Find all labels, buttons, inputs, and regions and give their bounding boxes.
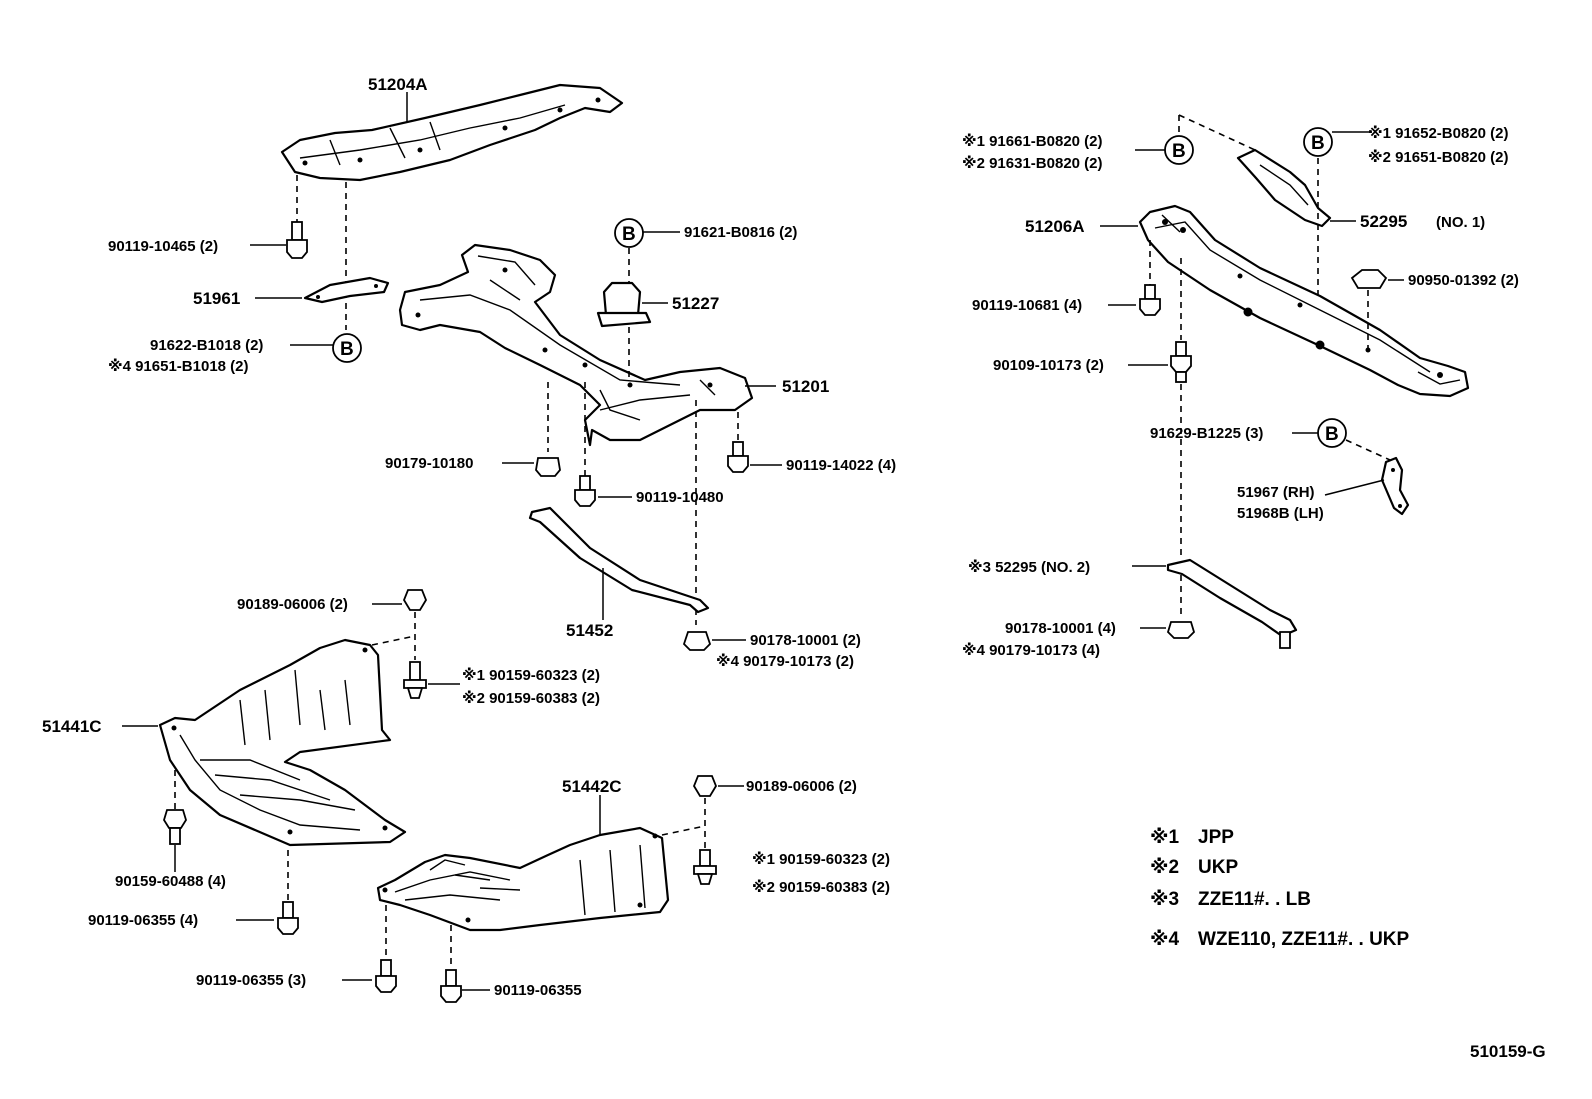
label-90109-10173: 90109-10173 (2) <box>993 357 1104 374</box>
label-90179-10173-b: ※4 90179-10173 (4) <box>962 641 1100 659</box>
part-51961-plate <box>303 276 390 304</box>
callout-b-center: B <box>614 218 644 248</box>
screw-90159-60323-a-icon <box>403 661 427 699</box>
bolt-90119-14022-icon <box>727 441 749 473</box>
label-51442c: 51442C <box>562 777 622 796</box>
label-90950-01392: 90950-01392 (2) <box>1408 272 1519 289</box>
label-91661-b0820: ※1 91661-B0820 (2) <box>962 132 1103 150</box>
label-90119-10480: 90119-10480 <box>636 489 724 506</box>
svg-text:※3: ※3 <box>1150 889 1179 910</box>
svg-text:B: B <box>340 339 354 360</box>
diagram-code: 510159-G <box>1470 1042 1546 1061</box>
bolt-90119-10681-icon <box>1139 284 1161 316</box>
bolt-90119-10480-icon <box>574 475 596 507</box>
label-51201: 51201 <box>782 377 829 396</box>
label-90119-10681: 90119-10681 (4) <box>972 297 1082 314</box>
clip-90189-06006-a-icon <box>402 589 428 611</box>
label-90189-06006-b: 90189-06006 (2) <box>746 778 857 795</box>
part-51442c-under-cover <box>376 826 670 932</box>
label-91651-b1018: ※4 91651-B1018 (2) <box>108 357 249 375</box>
label-90159-60383-b: ※2 90159-60383 (2) <box>752 878 890 896</box>
label-91652-b0820: ※1 91652-B0820 (2) <box>1368 124 1509 142</box>
svg-text:※2: ※2 <box>1150 857 1179 878</box>
label-90178-10001-b: 90178-10001 (4) <box>1005 620 1116 637</box>
label-90189-06006-a: 90189-06006 (2) <box>237 596 348 613</box>
callout-b-right-bracket: B <box>1303 127 1333 157</box>
screw-90159-60323-b-icon <box>693 849 717 885</box>
label-90119-14022: 90119-14022 (4) <box>786 457 896 474</box>
svg-text:B: B <box>1172 141 1186 162</box>
label-90119-06355: 90119-06355 <box>494 982 582 999</box>
label-91629-b1225: 91629-B1225 (3) <box>1150 425 1263 442</box>
callout-b-right-top: B <box>1164 135 1194 165</box>
callout-b-right-mid: B <box>1317 418 1347 448</box>
part-51201-crossmember <box>398 243 754 447</box>
part-51441c-under-cover <box>158 638 407 847</box>
label-51968b: 51968B (LH) <box>1237 505 1324 522</box>
bolt-90109-10173-icon <box>1170 341 1192 383</box>
bolt-90119-06355-icon <box>440 969 462 1003</box>
bolt-90119-10465-icon <box>286 221 308 259</box>
part-51206a-crossmember <box>1138 204 1470 398</box>
label-91622-b1018: 91622-B1018 (2) <box>150 337 263 354</box>
label-51441c: 51441C <box>42 717 102 736</box>
label-51452: 51452 <box>566 621 613 640</box>
part-51204a-bracket <box>280 83 624 182</box>
label-51206a: 51206A <box>1025 217 1085 236</box>
label-90179-10173-a: ※4 90179-10173 (2) <box>716 652 854 670</box>
nut-90178-10001-icon <box>682 631 712 651</box>
svg-text:JPP: JPP <box>1198 827 1234 848</box>
label-51227: 51227 <box>672 294 719 313</box>
svg-text:B: B <box>1311 133 1325 154</box>
clip-90189-06006-b-icon <box>692 775 718 797</box>
svg-text:B: B <box>622 224 636 245</box>
legend-item-4: ※4 WZE110, ZZE11#. . UKP <box>1150 929 1410 950</box>
nut-90178-10001-b-icon <box>1166 621 1196 639</box>
label-52295-no2: ※3 52295 (NO. 2) <box>968 558 1090 576</box>
grommet-90950-01392-icon <box>1350 269 1388 289</box>
part-52295-no2-brace <box>1166 558 1298 649</box>
label-90159-60323-a: ※1 90159-60323 (2) <box>462 666 600 684</box>
label-91651-b0820: ※2 91651-B0820 (2) <box>1368 148 1509 166</box>
part-52295-no1-bracket <box>1236 148 1332 228</box>
label-90159-60488: 90159-60488 (4) <box>115 873 226 890</box>
legend-item-1: ※1 JPP <box>1150 827 1234 848</box>
legend: ※1 JPP ※2 UKP ※3 ZZE11#. . LB ※4 WZE110,… <box>1150 827 1410 950</box>
bolt-90119-06355-4-icon <box>277 901 299 935</box>
label-91631-b0820: ※2 91631-B0820 (2) <box>962 154 1103 172</box>
part-51967-bracket <box>1380 456 1410 516</box>
svg-text:B: B <box>1325 424 1339 445</box>
legend-item-2: ※2 UKP <box>1150 857 1238 878</box>
label-90178-10001-a: 90178-10001 (2) <box>750 632 861 649</box>
label-91621-b0816: 91621-B0816 (2) <box>684 224 797 241</box>
bolt-90119-06355-3-icon <box>375 959 397 993</box>
label-90119-10465: 90119-10465 (2) <box>108 238 218 255</box>
bolt-90159-60488-icon <box>163 809 187 845</box>
svg-text:※4: ※4 <box>1150 929 1179 950</box>
label-90179-10180: 90179-10180 <box>385 455 473 472</box>
label-90159-60383-a: ※2 90159-60383 (2) <box>462 689 600 707</box>
label-51204a: 51204A <box>368 75 428 94</box>
legend-item-3: ※3 ZZE11#. . LB <box>1150 889 1311 910</box>
label-51961: 51961 <box>193 289 240 308</box>
svg-text:※1: ※1 <box>1150 827 1179 848</box>
label-52295-no1: 52295 <box>1360 212 1407 231</box>
label-90119-06355-3: 90119-06355 (3) <box>196 972 306 989</box>
part-51452-brace <box>528 506 710 614</box>
part-51227-mount <box>596 281 652 328</box>
label-51967: 51967 (RH) <box>1237 484 1315 501</box>
nut-90179-10180-icon <box>535 457 561 477</box>
svg-text:WZE110, ZZE11#. . UKP: WZE110, ZZE11#. . UKP <box>1198 929 1410 950</box>
svg-text:UKP: UKP <box>1198 857 1238 878</box>
label-90159-60323-b: ※1 90159-60323 (2) <box>752 850 890 868</box>
svg-text:ZZE11#. . LB: ZZE11#. . LB <box>1198 889 1311 910</box>
label-52295-no1-tag: (NO. 1) <box>1436 214 1485 231</box>
label-90119-06355-4: 90119-06355 (4) <box>88 912 198 929</box>
callout-b-left: B <box>332 333 362 363</box>
